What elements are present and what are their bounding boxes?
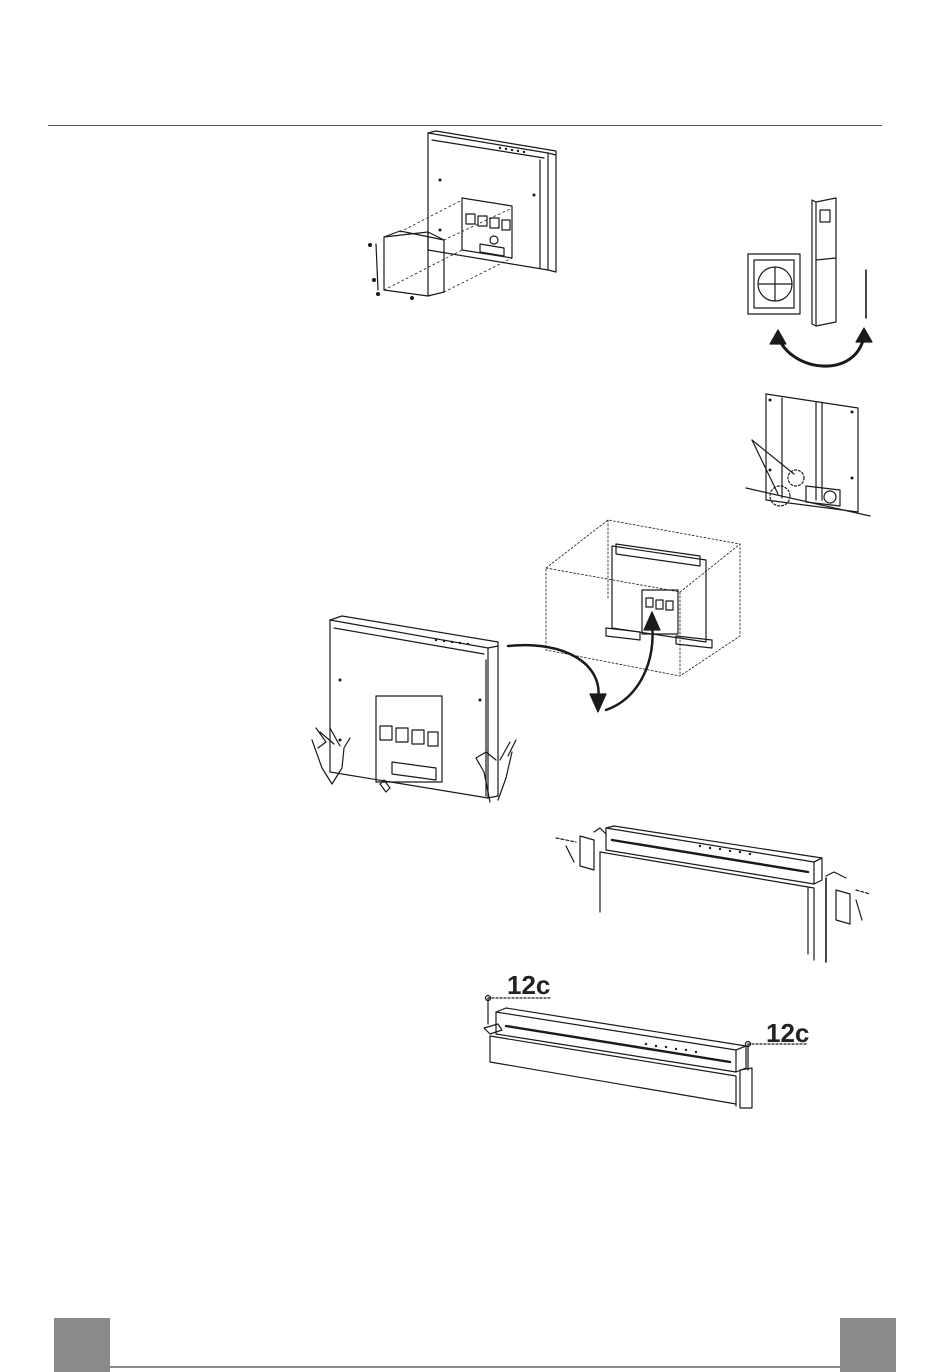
footer-rule <box>108 1366 842 1368</box>
screw-callout-right: 12c <box>766 1020 809 1046</box>
outlet-swap-figure <box>748 198 872 366</box>
footer-block-right <box>840 1318 896 1372</box>
top-bracket-figure <box>556 826 870 962</box>
cabinet-insertion-figure <box>312 520 740 802</box>
bracket-detail-figure <box>746 394 870 516</box>
footer-block-left <box>54 1318 110 1372</box>
screw-callout-left: 12c <box>507 972 550 998</box>
final-fixing-figure <box>484 996 808 1109</box>
motor-assembly-figure <box>368 131 556 300</box>
